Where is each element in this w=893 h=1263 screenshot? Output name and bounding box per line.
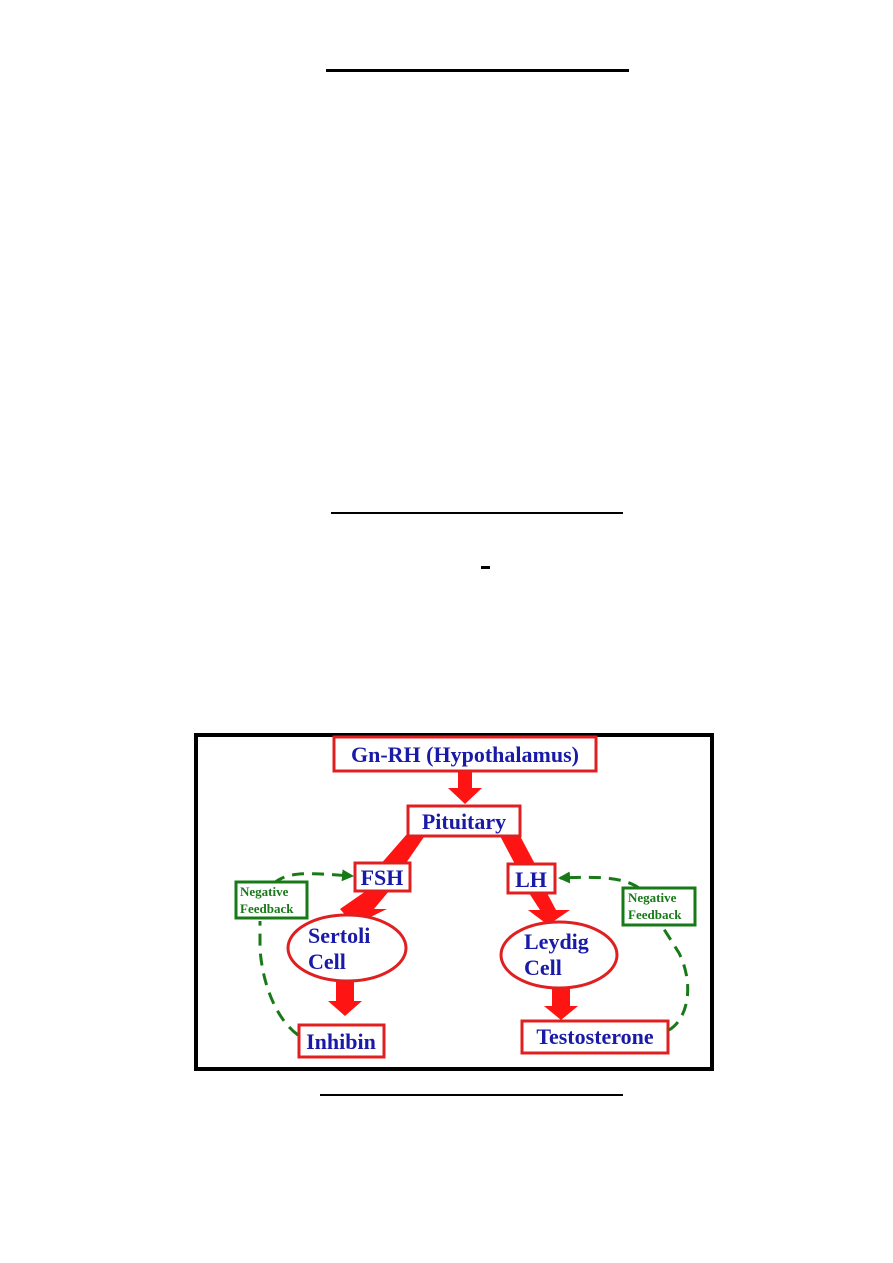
dash-mark <box>481 566 490 569</box>
pituitary-box <box>406 804 522 838</box>
testosterone-box <box>520 1019 670 1055</box>
feedback-right-arrow-path <box>558 871 640 890</box>
arrow-pituitary-to-fsh <box>379 834 426 866</box>
pituitary-label: Pituitary <box>422 809 506 834</box>
feedback-left-line2: Feedback <box>240 901 294 916</box>
testosterone-label: Testosterone <box>536 1024 654 1049</box>
feedback-right-line2: Feedback <box>628 907 682 922</box>
arrow-lh-to-leydig <box>528 893 570 925</box>
feedback-left-line1: Negative <box>240 884 289 899</box>
top-underline <box>326 69 629 72</box>
sertoli-label-line1: Sertoli <box>308 923 370 948</box>
arrow-gnrh-to-pituitary <box>448 771 482 804</box>
sertoli-label-line2: Cell <box>308 949 346 974</box>
lh-label: LH <box>515 867 547 892</box>
leydig-label-line2: Cell <box>524 955 562 980</box>
sertoli-cell-ellipse <box>286 913 408 983</box>
hormone-regulation-diagram: Gn-RH (Hypothalamus) Pituitary FSH LH Se… <box>194 733 714 1071</box>
leydig-label-line1: Leydig <box>524 929 589 954</box>
arrow-pituitary-to-lh <box>499 834 536 866</box>
feedback-right-line1: Negative <box>628 890 677 905</box>
middle-underline <box>331 512 623 514</box>
bottom-underline <box>320 1094 623 1096</box>
arrow-leydig-to-testosterone <box>544 988 578 1020</box>
lh-box <box>506 862 557 895</box>
feedback-left-arrow-path <box>273 869 354 885</box>
leydig-cell-ellipse <box>499 920 619 990</box>
gnrh-label: Gn-RH (Hypothalamus) <box>351 742 579 767</box>
feedback-right-box <box>621 886 697 927</box>
feedback-left-box <box>234 880 309 920</box>
feedback-left-path <box>258 921 299 1037</box>
fsh-box <box>353 861 412 893</box>
arrow-sertoli-to-inhibin <box>328 981 362 1016</box>
inhibin-label: Inhibin <box>306 1029 376 1054</box>
fsh-label: FSH <box>361 865 404 890</box>
feedback-right-path <box>660 925 690 1032</box>
inhibin-box <box>297 1023 386 1059</box>
gnrh-box <box>332 735 598 773</box>
flow-arrows <box>328 771 578 1020</box>
